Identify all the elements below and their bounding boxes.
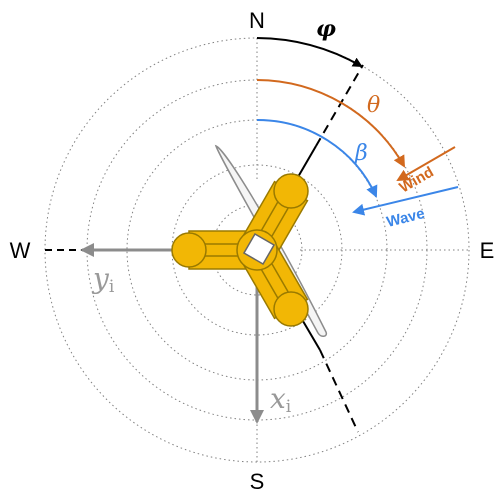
compass-south-label: S — [250, 469, 265, 494]
column-west — [171, 232, 207, 268]
x-axis-label-subscript: i — [286, 397, 292, 417]
heading-line-dashed-sw — [319, 349, 359, 433]
heading-angle-label: φ — [316, 16, 336, 42]
wave-angle-arc — [256, 118, 378, 198]
cardinal-gridlines — [256, 38, 469, 462]
wind-angle-arc — [256, 79, 405, 168]
wind-angle-label: θ — [367, 93, 380, 118]
x-axis-label-main: x — [270, 382, 286, 415]
heading-line-dashed-ne — [315, 64, 364, 147]
ring-5 — [44, 37, 470, 463]
heading-angle-arc — [256, 37, 363, 67]
nacelle — [242, 232, 276, 266]
column-southeast — [273, 291, 309, 327]
y-axis-label-subscript: i — [109, 277, 115, 297]
x-axis-label: xi — [270, 382, 292, 417]
wave-angle-label: β — [354, 141, 368, 166]
compass-north-label: N — [249, 8, 265, 33]
floating-platform — [171, 173, 309, 327]
compass-west-label: W — [10, 238, 31, 263]
compass-east-label: E — [480, 238, 495, 263]
column-northeast — [273, 173, 309, 209]
wave-label: Wave — [385, 205, 427, 231]
y-axis-label: yi — [91, 262, 115, 297]
wave-arrow — [352, 186, 459, 216]
y-axis-label-main: y — [91, 262, 110, 295]
wind-arrow — [396, 146, 456, 182]
